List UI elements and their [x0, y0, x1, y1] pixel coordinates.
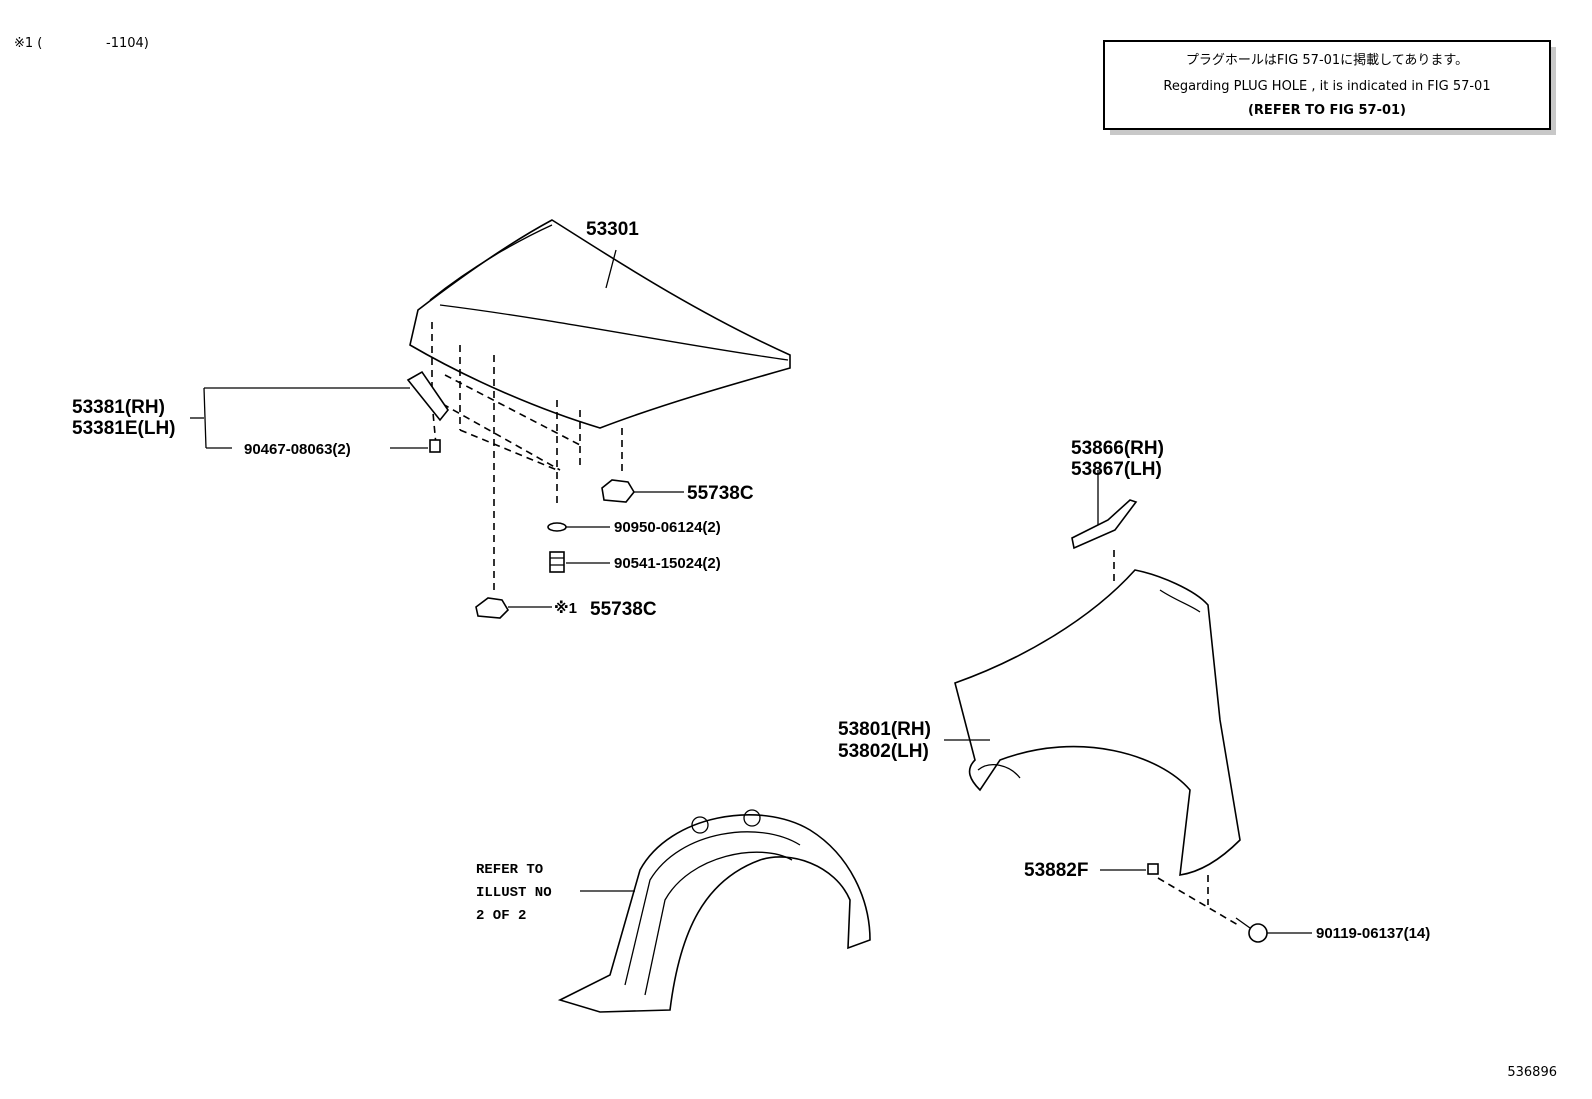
header-ref-mark: ※1 ( [14, 36, 42, 51]
clip-b [475, 597, 510, 619]
hinge-bolt-number: 90467-08063(2) [244, 441, 351, 458]
hinge-lh-number: 53381E(LH) [72, 418, 176, 439]
liner-ref-line-1: REFER TO [476, 862, 543, 878]
screw-number: 90119-06137(14) [1316, 925, 1430, 942]
hood-hinge [406, 370, 449, 453]
header-ref-value: -1104) [106, 36, 149, 51]
fender-liner [557, 809, 871, 1013]
clip-a-number: 55738C [687, 483, 754, 504]
clip-b-number: 55738C [590, 599, 657, 620]
notice-line-jp: プラグホールはFIG 57-01に掲載してあります。 [1186, 52, 1468, 68]
fender-rh-number: 53801(RH) [838, 719, 931, 740]
liner-ref-line-2: ILLUST NO [476, 885, 552, 901]
fender-lh-number: 53802(LH) [838, 741, 929, 762]
fender-seal [1071, 499, 1138, 550]
notice-line-en: Regarding PLUG HOLE , it is indicated in… [1163, 79, 1490, 94]
hood-part-number: 53301 [586, 219, 639, 240]
seal-lh-number: 53867(LH) [1071, 459, 1162, 480]
cushion [549, 551, 565, 573]
fender-panel [954, 569, 1241, 876]
hinge-rh-number: 53381(RH) [72, 397, 165, 418]
liner-ref-line-3: 2 OF 2 [476, 908, 526, 924]
cushion-number: 90541-15024(2) [614, 555, 721, 572]
notice-line-ref: (REFER TO FIG 57-01) [1248, 103, 1406, 118]
fender-bracket [1147, 863, 1159, 875]
clip-b-mark: ※1 [554, 599, 577, 617]
washer [547, 522, 567, 532]
notice-box: プラグホールはFIG 57-01に掲載してあります。 Regarding PLU… [1103, 40, 1556, 135]
hood-panel [409, 219, 791, 429]
seal-rh-number: 53866(RH) [1071, 438, 1164, 459]
footer-diagram-id: 536896 [1507, 1065, 1557, 1080]
clip-a [601, 479, 635, 503]
screw [1235, 917, 1268, 943]
washer-number: 90950-06124(2) [614, 519, 721, 536]
bracket-number: 53882F [1024, 860, 1088, 881]
